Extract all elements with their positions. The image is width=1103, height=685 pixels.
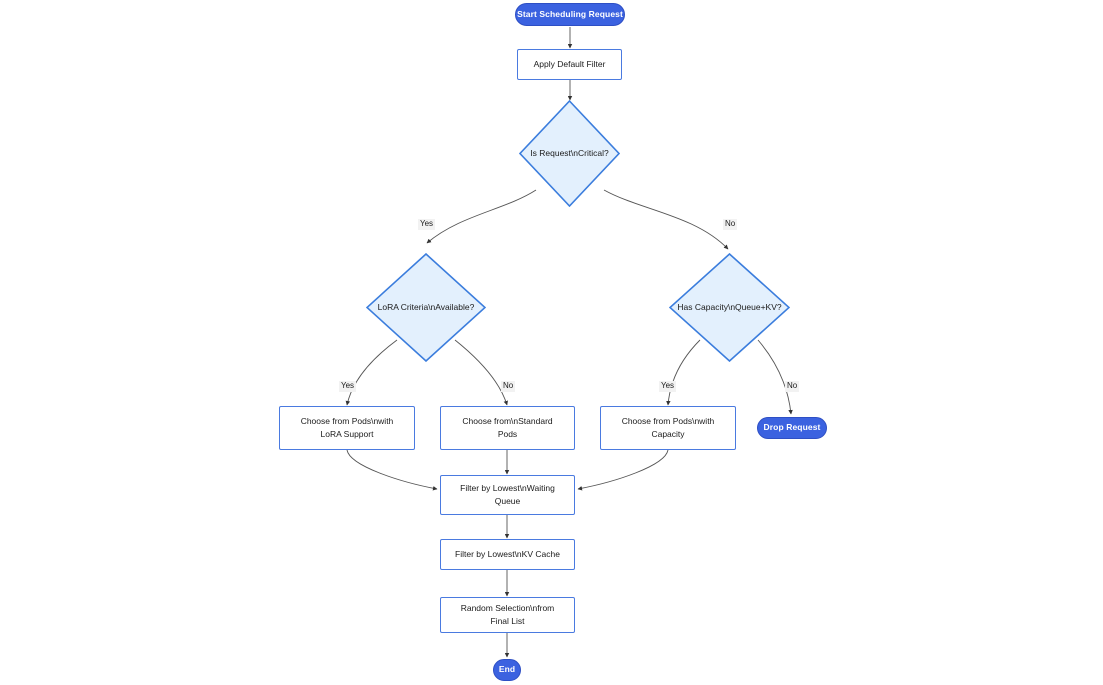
node-choose-pods-with-capacity[interactable]: Choose from Pods\nwith Capacity xyxy=(600,406,736,450)
edge-is-critical-to-capacity xyxy=(603,189,729,250)
decision-diamond-shape xyxy=(669,253,790,362)
decision-diamond-shape xyxy=(519,100,620,207)
node-drop-request-label: Drop Request xyxy=(763,422,821,433)
edge-label-lora-no: No xyxy=(501,381,516,392)
node-choose-standard-pods-line2: Pods xyxy=(497,429,518,439)
node-choose-pods-with-capacity-line2: Capacity xyxy=(651,429,685,439)
node-filter-lowest-waiting-queue-line2: Queue xyxy=(494,496,521,506)
edge-label-critical-yes: Yes xyxy=(418,219,436,230)
node-apply-default-filter-label: Apply Default Filter xyxy=(533,58,606,69)
node-apply-default-filter[interactable]: Apply Default Filter xyxy=(517,49,622,80)
node-has-capacity-queue-kv[interactable]: Has Capacity\nQueue+KV? xyxy=(669,253,790,362)
node-choose-pods-with-lora-support-line1: Choose from Pods\nwith xyxy=(300,415,394,426)
edge-pods-capacity-to-filter-queue xyxy=(577,449,669,491)
node-end[interactable]: End xyxy=(493,659,521,681)
node-start[interactable]: Start Scheduling Request xyxy=(515,3,625,26)
edge-label-capacity-no: No xyxy=(785,381,800,392)
node-filter-lowest-kv-cache[interactable]: Filter by Lowest\nKV Cache xyxy=(440,539,575,570)
node-filter-lowest-waiting-queue-line1: Filter by Lowest\nWaiting xyxy=(460,482,555,493)
node-choose-standard-pods-line1: Choose from\nStandard xyxy=(462,415,553,426)
decision-diamond-shape xyxy=(366,253,486,362)
node-random-selection-final-list-line2: Final List xyxy=(490,616,525,626)
node-choose-pods-with-capacity-line1: Choose from Pods\nwith xyxy=(621,415,715,426)
node-filter-lowest-waiting-queue[interactable]: Filter by Lowest\nWaiting Queue xyxy=(440,475,575,515)
node-lora-criteria-available[interactable]: LoRA Criteria\nAvailable? xyxy=(366,253,486,362)
edge-label-lora-yes: Yes xyxy=(339,381,357,392)
node-has-capacity-queue-kv-label: Has Capacity\nQueue+KV? xyxy=(677,302,782,313)
edge-pods-lora-to-filter-queue xyxy=(346,449,438,491)
node-lora-criteria-available-label: LoRA Criteria\nAvailable? xyxy=(377,302,475,313)
edge-label-critical-no: No xyxy=(723,219,738,230)
node-is-request-critical-label: Is Request\nCritical? xyxy=(530,148,609,159)
node-filter-lowest-kv-cache-label: Filter by Lowest\nKV Cache xyxy=(455,548,560,559)
node-end-label: End xyxy=(498,664,516,675)
node-random-selection-final-list-line1: Random Selection\nfrom xyxy=(460,602,555,613)
node-is-request-critical[interactable]: Is Request\nCritical? xyxy=(519,100,620,207)
edge-label-capacity-yes: Yes xyxy=(659,381,677,392)
node-drop-request[interactable]: Drop Request xyxy=(757,417,827,439)
node-start-label: Start Scheduling Request xyxy=(517,8,623,19)
node-choose-pods-with-lora-support-line2: LoRA Support xyxy=(320,429,374,439)
node-choose-standard-pods[interactable]: Choose from\nStandard Pods xyxy=(440,406,575,450)
node-random-selection-final-list[interactable]: Random Selection\nfrom Final List xyxy=(440,597,575,633)
node-choose-pods-with-lora-support[interactable]: Choose from Pods\nwith LoRA Support xyxy=(279,406,415,450)
